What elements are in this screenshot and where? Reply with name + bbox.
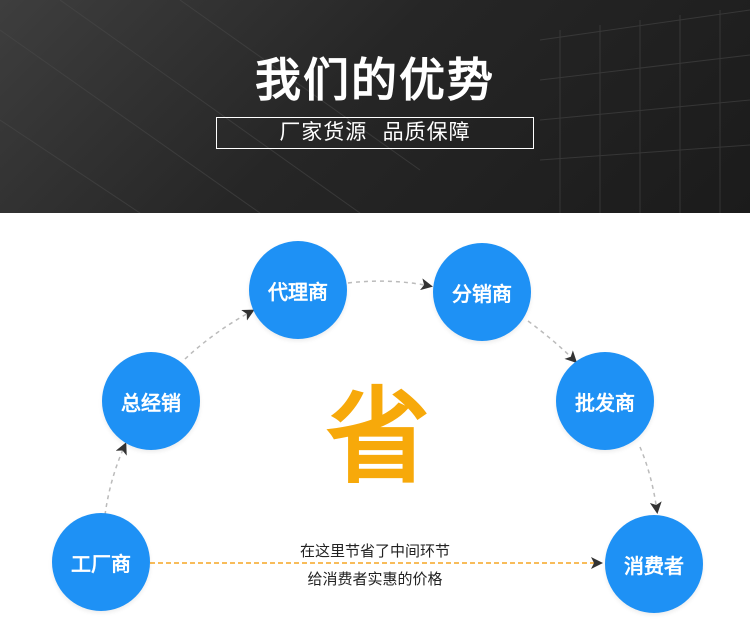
node-distributor: 总经销 <box>102 352 200 450</box>
note-line-2: 给消费者实惠的价格 <box>307 570 443 588</box>
node-wholesaler-label: 批发商 <box>575 390 635 415</box>
node-sub-dealer-label: 分销商 <box>452 281 512 306</box>
connector-lines <box>104 278 662 569</box>
node-consumer-label: 消费者 <box>624 553 684 578</box>
note-line-1: 在这里节省了中间环节 <box>299 542 450 560</box>
arc-factory-to-distributor <box>104 442 127 516</box>
arc-distributor-to-agent <box>184 309 255 360</box>
supply-chain-diagram <box>0 213 750 637</box>
node-sub-dealer: 分销商 <box>433 243 531 341</box>
node-agent-label: 代理商 <box>268 279 328 304</box>
arc-subdealer-to-wholesaler <box>527 320 578 364</box>
banner: 我们的优势 厂家货源 品质保障 <box>0 0 750 213</box>
node-consumer: 消费者 <box>605 515 703 613</box>
node-wholesaler: 批发商 <box>556 352 654 450</box>
center-character: 省 <box>325 376 430 498</box>
banner-subtitle-box: 厂家货源 品质保障 <box>216 117 534 149</box>
arc-wholesaler-to-consumer <box>639 446 662 514</box>
node-factory-label: 工厂商 <box>71 551 131 576</box>
banner-background <box>0 0 750 213</box>
arc-agent-to-subdealer <box>347 278 433 291</box>
banner-title: 我们的优势 <box>255 53 495 107</box>
node-agent: 代理商 <box>249 241 347 339</box>
node-factory: 工厂商 <box>52 513 150 611</box>
node-distributor-label: 总经销 <box>121 390 181 415</box>
